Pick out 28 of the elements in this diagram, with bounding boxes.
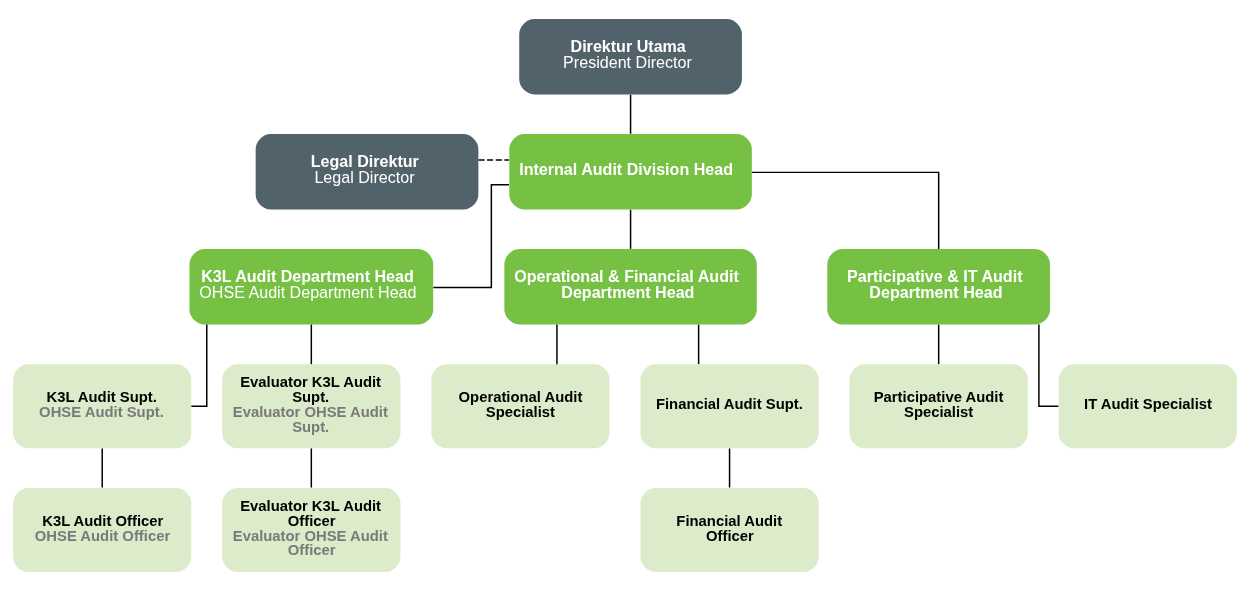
connector <box>728 447 731 489</box>
node-box: Participative Audit Specialist <box>849 364 1028 449</box>
node-box: Financial Audit Officer <box>640 487 819 573</box>
node-box: Internal Audit Division Head <box>509 134 752 210</box>
connector <box>937 323 940 365</box>
node-box: K3L Audit Department Head OHSE Audit Department Head <box>189 249 434 325</box>
node-box: Direktur Utama President Director <box>519 18 742 95</box>
node-box: Operational & Financial Audit Department Head <box>504 249 757 325</box>
node-box: Operational Audit Specialist <box>431 364 610 449</box>
connector <box>629 209 632 250</box>
connector <box>629 93 632 135</box>
connector <box>1038 323 1060 407</box>
connector <box>751 171 940 250</box>
node-box: IT Audit Specialist <box>1058 364 1237 449</box>
connector <box>432 184 510 289</box>
connector <box>310 323 313 365</box>
connector <box>697 323 700 365</box>
node-box: Financial Audit Supt. <box>640 364 819 449</box>
node-box: Evaluator K3L Audit Supt. Evaluator OHSE Audit Supt. <box>222 364 401 449</box>
node-box: Legal Direktur Legal Director <box>255 134 479 210</box>
connector <box>310 447 313 489</box>
connector <box>477 159 510 161</box>
connector <box>101 447 103 489</box>
node-box: K3L Audit Supt. OHSE Audit Supt. <box>13 364 192 449</box>
node-box: Evaluator K3L Audit Officer Evaluator OHSE Audit Officer <box>222 487 401 573</box>
connector <box>556 323 558 365</box>
node-box: Participative & IT Audit Department Head <box>827 249 1051 325</box>
node-box: K3L Audit Officer OHSE Audit Officer <box>13 487 192 573</box>
